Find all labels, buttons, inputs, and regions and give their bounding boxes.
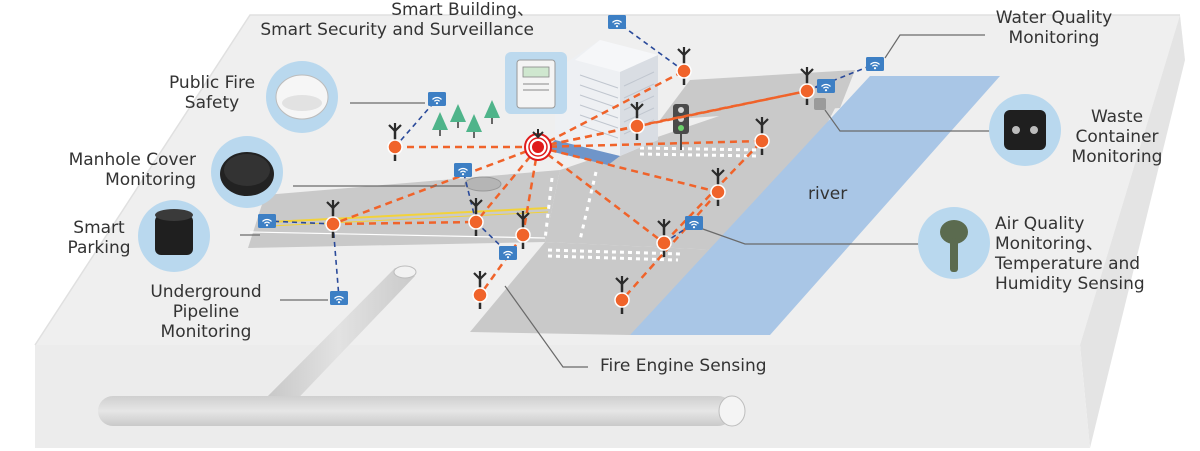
label-line: Air Quality [995,214,1085,234]
leader-lines [240,34,990,368]
label-smart-building: Smart Building、 Smart Security and Surve… [236,0,534,40]
label-water-quality: Water Quality Monitoring [980,8,1128,48]
waste-sensor-icon [814,98,826,110]
label-line: Water Quality [995,8,1113,28]
label-line: Pipeline [172,302,240,322]
pipe-icon [98,265,746,427]
label-line: Monitoring [1071,147,1163,167]
label-line: Manhole Cover [68,150,196,170]
smoke-detector-icon [266,61,338,133]
label-line: Parking [67,238,131,258]
label-line: Temperature and [995,254,1141,274]
label-line: Smart [73,218,125,238]
label-line: Monitoring [160,322,252,342]
tree-icon [432,100,500,138]
label-fire-engine: Fire Engine Sensing [600,356,767,376]
label-line: Monitoring [1008,28,1100,48]
label-line: Smart Building、 [391,0,534,20]
air-sensor-icon [918,207,990,279]
label-parking: Smart Parking [56,218,142,258]
label-line: Monitoring、 [995,234,1103,254]
label-line: Safety [184,93,240,113]
label-manhole: Manhole Cover Monitoring [40,150,196,190]
label-line: Smart Security and Surveillance [260,20,534,40]
label-air-quality: Air Quality Monitoring、 Temperature and … [995,214,1185,294]
label-line: Underground [150,282,262,302]
label-line: Humidity Sensing [995,274,1145,294]
label-waste: Waste Container Monitoring [1062,107,1172,167]
label-public-fire: Public Fire Safety [150,73,274,113]
label-river: river [808,184,848,204]
label-line: Container [1075,127,1159,147]
label-pipeline: Underground Pipeline Monitoring [128,282,284,342]
label-line: Monitoring [105,170,196,190]
label-line: Waste [1090,107,1144,127]
parking-sensor-icon [138,200,210,272]
river [630,76,1000,335]
label-line: Public Fire [168,73,256,93]
alarm-icon [524,129,552,161]
waste-sensor-icon [989,94,1061,166]
manhole-cover-icon [211,136,283,208]
meter-icon [505,52,567,114]
manhole-cover-icon [464,176,502,192]
